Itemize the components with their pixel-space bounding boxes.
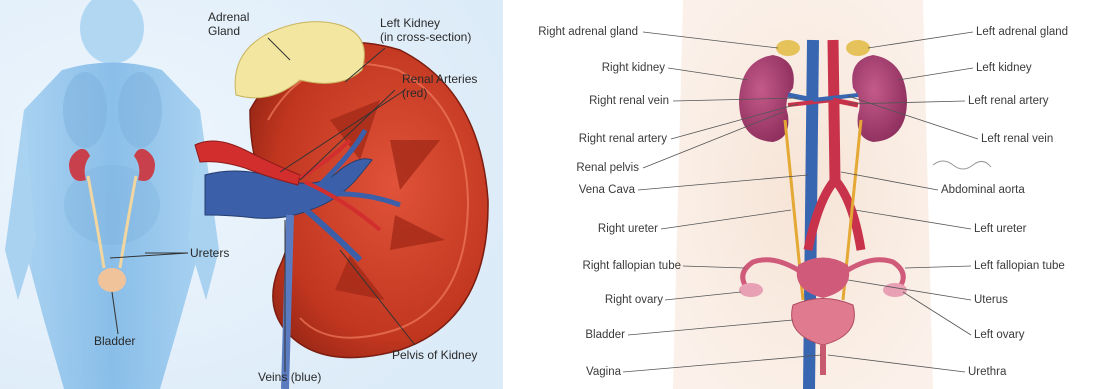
kidney-cross-section-diagram: Adrenal Gland Left Kidney (in cross-sect… xyxy=(0,0,503,389)
label-ureters: Ureters xyxy=(190,246,229,260)
label-renal-arteries-line1: Renal Arteries xyxy=(402,72,477,86)
aorta-shape xyxy=(833,40,835,180)
label-left-kidney: Left kidney xyxy=(976,61,1032,75)
label-uterus: Uterus xyxy=(974,293,1008,307)
left-adrenal-shape xyxy=(846,40,870,56)
label-renal-pelvis: Renal pelvis xyxy=(576,161,639,175)
right-ovary-shape xyxy=(739,283,763,297)
label-left-ovary: Left ovary xyxy=(974,328,1025,342)
label-left-fallopian-tube: Left fallopian tube xyxy=(974,259,1065,273)
bladder-shape xyxy=(98,268,126,292)
label-right-adrenal-gland: Right adrenal gland xyxy=(538,25,638,39)
label-right-renal-artery: Right renal artery xyxy=(579,132,667,146)
label-right-renal-vein: Right renal vein xyxy=(589,94,669,108)
label-left-renal-artery: Left renal artery xyxy=(968,94,1049,108)
label-abdominal-aorta: Abdominal aorta xyxy=(941,183,1025,197)
left-ovary-shape xyxy=(883,283,907,297)
label-right-ureter: Right ureter xyxy=(598,222,658,236)
urinary-system-diagram: Right adrenal gland Right kidney Right r… xyxy=(503,0,1101,389)
label-vena-cava: Vena Cava xyxy=(579,183,635,197)
label-bladder-right: Bladder xyxy=(585,328,625,342)
label-right-ovary: Right ovary xyxy=(605,293,663,307)
label-right-kidney: Right kidney xyxy=(602,61,665,75)
label-bladder: Bladder xyxy=(94,334,135,348)
label-urethra: Urethra xyxy=(968,365,1006,379)
label-renal-arteries-line2: (red) xyxy=(402,86,427,100)
label-left-kidney-line2: (in cross-section) xyxy=(380,30,471,44)
label-adrenal-gland-line2: Gland xyxy=(208,24,240,38)
label-left-adrenal-gland: Left adrenal gland xyxy=(976,25,1068,39)
kidney-illustration xyxy=(0,0,503,389)
label-pelvis-of-kidney: Pelvis of Kidney xyxy=(392,348,477,362)
right-adrenal-shape xyxy=(776,40,800,56)
label-left-renal-vein: Left renal vein xyxy=(981,132,1053,146)
ureter-from-kidney xyxy=(285,215,290,389)
label-left-kidney-line1: Left Kidney xyxy=(380,16,440,30)
label-left-ureter: Left ureter xyxy=(974,222,1026,236)
label-vagina: Vagina xyxy=(586,365,621,379)
label-adrenal-gland-line1: Adrenal xyxy=(208,10,249,24)
label-veins: Veins (blue) xyxy=(258,370,321,384)
label-right-fallopian-tube: Right fallopian tube xyxy=(583,259,681,273)
